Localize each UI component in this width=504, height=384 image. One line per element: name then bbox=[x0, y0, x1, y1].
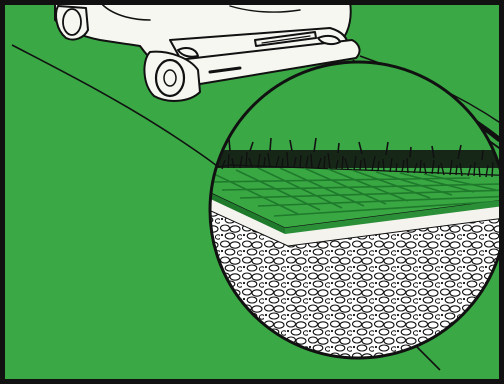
illustration-frame bbox=[0, 0, 504, 384]
turf-paver-illustration bbox=[0, 0, 504, 384]
